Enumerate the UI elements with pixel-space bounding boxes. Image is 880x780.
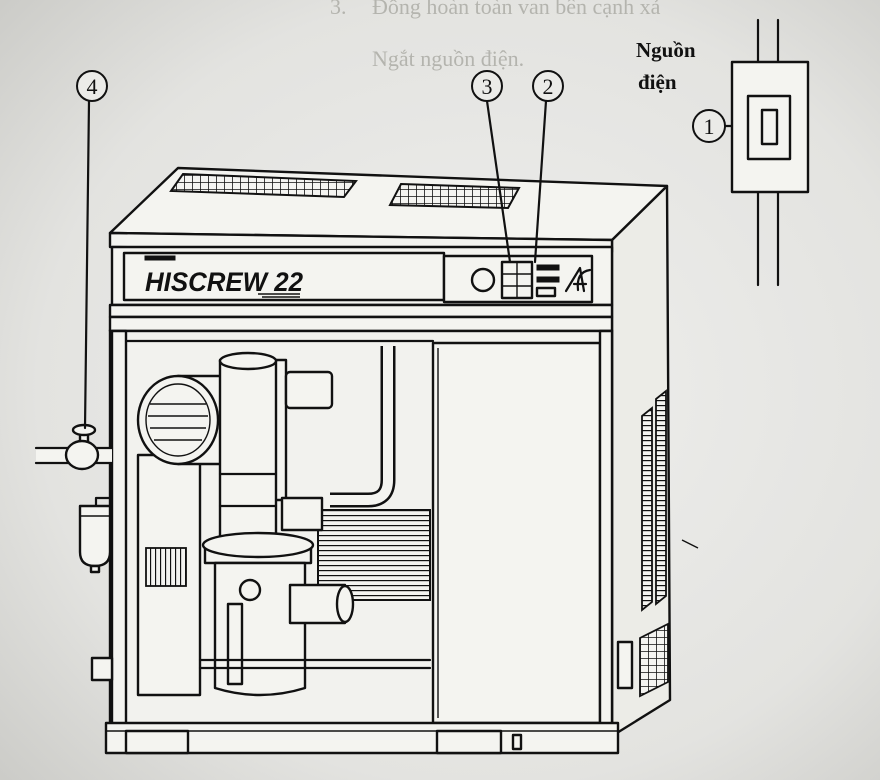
display-indicator-3 — [535, 286, 557, 298]
air-end-top — [201, 531, 315, 559]
oil-level-gauge — [238, 578, 262, 602]
base-foot-left — [124, 729, 190, 755]
top-vent-grille-right — [388, 182, 521, 210]
display-indicator-1 — [536, 264, 560, 271]
callout-2-leader — [533, 99, 548, 264]
left-post — [110, 329, 128, 727]
brand-logo-mark — [564, 266, 592, 293]
pressure-gauge — [470, 267, 496, 293]
drain-filter-assembly — [78, 496, 112, 574]
top-vent-grille-left — [169, 172, 358, 199]
discharge-pipe-inner — [330, 346, 393, 505]
cooler-vent — [145, 547, 187, 587]
side-bracket — [616, 640, 634, 690]
switch-lever — [760, 108, 779, 146]
drain-pipe — [94, 496, 112, 508]
motor-end-cap — [136, 374, 220, 466]
drain-filter — [78, 504, 112, 568]
brand-underline — [258, 293, 300, 298]
power-label-line2: điện — [638, 70, 677, 94]
callout-4: 4 — [76, 70, 108, 102]
callout-4-leader — [83, 99, 91, 430]
callout-3-number: 3 — [482, 74, 493, 99]
oil-separator-tank — [218, 358, 278, 547]
drain-outlet — [90, 656, 114, 682]
pen-mark — [681, 539, 699, 549]
base-foot-right — [435, 729, 503, 755]
callout-1: 1 — [692, 109, 726, 143]
side-louver-left — [641, 406, 653, 612]
callout-3-leader — [485, 99, 512, 264]
step-text-line1: Đồng hoàn toàn van bên cạnh xả — [372, 0, 661, 19]
drain-filter-nozzle — [89, 564, 101, 574]
outlet-valve-assembly — [34, 423, 114, 471]
tank-bands — [218, 472, 278, 508]
callout-2-number: 2 — [543, 74, 554, 99]
display-indicator-2 — [536, 276, 560, 283]
keypad-keys — [502, 262, 532, 298]
front-door-panel — [431, 341, 602, 725]
step-text-line2: Ngắt nguồn điện. — [372, 46, 524, 71]
motor-cap-ribs — [148, 403, 208, 441]
support-bracket — [226, 602, 244, 686]
callout-3: 3 — [471, 70, 503, 102]
maker-logo — [144, 255, 176, 261]
callout-2-circle — [532, 70, 564, 102]
power-label-line1: Nguồn — [636, 38, 696, 62]
callout-2: 2 — [532, 70, 564, 102]
header-lower-trim — [108, 303, 614, 319]
bottom-piping — [198, 658, 432, 670]
right-post — [598, 329, 614, 727]
callout-1-number: 1 — [704, 114, 715, 139]
power-switch-assembly — [730, 18, 810, 287]
brand-name: HISCREW 22 — [145, 267, 303, 297]
callout-1-circle — [692, 109, 726, 143]
intake-valve-block — [280, 496, 324, 532]
callout-4-number: 4 — [87, 74, 98, 99]
callout-3-circle — [471, 70, 503, 102]
outlet-valve — [64, 439, 100, 471]
unloader-cap — [335, 584, 355, 624]
control-panel-group — [442, 254, 594, 304]
interior-components — [136, 346, 432, 697]
step-number: 3. — [330, 0, 347, 19]
tank-top-cap — [218, 351, 278, 371]
side-lower-grille — [639, 622, 669, 698]
motor-end-ring — [145, 383, 211, 457]
faint-page-text: 3. Đồng hoàn toàn van bên cạnh xả Ngắt n… — [330, 0, 661, 71]
callout-4-circle — [76, 70, 108, 102]
air-filter — [284, 370, 334, 410]
frame-top-rail — [108, 315, 614, 333]
base-bolt-slot — [511, 733, 523, 751]
side-louver-right — [655, 389, 667, 606]
base-frame — [104, 721, 620, 755]
